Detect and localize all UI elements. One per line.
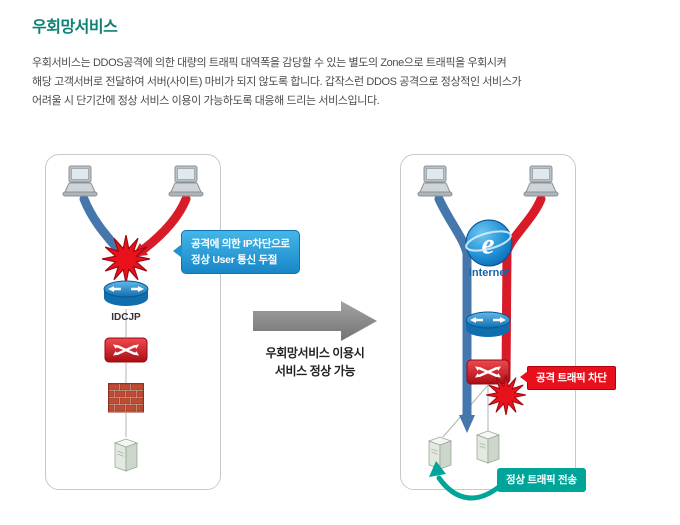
normal-traffic-text: 정상 트래픽 전송 <box>506 474 577 486</box>
explosion-icon <box>101 234 151 284</box>
description-line: 해당 고객서버로 전달하여 서버(사이트) 마비가 되지 않도록 합니다. 갑작… <box>32 76 522 88</box>
red-attack-arrow <box>139 194 191 254</box>
blue-traffic-arrow <box>79 194 121 252</box>
description-line: 어려울 시 단기간에 정상 서비스 이용이 가능하도록 대응해 드리는 서비스입… <box>32 95 380 107</box>
router-icon <box>464 310 512 340</box>
callout-tail-icon <box>173 244 182 258</box>
caption-line: 서비스 정상 가능 <box>274 364 356 378</box>
blue-traffic-arrow <box>434 194 472 422</box>
switch-icon <box>466 359 510 385</box>
internet-explorer-icon: e <box>465 219 513 267</box>
internet-label: Internet <box>468 267 510 279</box>
laptop-icon <box>521 165 561 199</box>
page-title: 우회망서비스 <box>32 19 118 36</box>
caption-line: 우회망서비스 이용시 <box>265 346 365 360</box>
callout-line: 정상 User 통신 두절 <box>191 254 278 266</box>
after-panel: e Internet <box>400 154 576 490</box>
curved-arrow-icon <box>429 461 503 501</box>
switch-icon <box>104 337 148 363</box>
laptop-icon <box>60 165 100 199</box>
laptop-icon <box>166 165 206 199</box>
router-icon <box>102 279 150 309</box>
attack-block-text: 공격 트래픽 차단 <box>536 372 607 384</box>
explosion-icon <box>485 374 527 416</box>
firewall-icon <box>108 383 144 413</box>
attack-block-label: 공격 트래픽 차단 <box>520 366 616 390</box>
normal-traffic-label: 정상 트래픽 전송 <box>497 468 586 492</box>
callout-line: 공격에 의한 IP차단으로 <box>191 238 290 250</box>
transition-caption: 우회망서비스 이용시 서비스 정상 가능 <box>240 344 390 380</box>
page-description: 우회서비스는 DDOS공격에 의한 대량의 트래픽 대역폭을 감당할 수 있는 … <box>32 54 522 111</box>
blocked-callout: 공격에 의한 IP차단으로 정상 User 통신 두절 <box>173 230 300 274</box>
router-label: IDCJP <box>111 312 141 323</box>
right-arrow-icon <box>253 301 377 341</box>
label-tail-icon <box>520 371 528 383</box>
svg-text:e: e <box>481 228 494 260</box>
server-icon <box>473 429 503 465</box>
description-line: 우회서비스는 DDOS공격에 의한 대량의 트래픽 대역폭을 감당할 수 있는 … <box>32 57 507 69</box>
server-icon <box>111 437 141 473</box>
laptop-icon <box>415 165 455 199</box>
before-panel: IDCJP <box>45 154 221 490</box>
